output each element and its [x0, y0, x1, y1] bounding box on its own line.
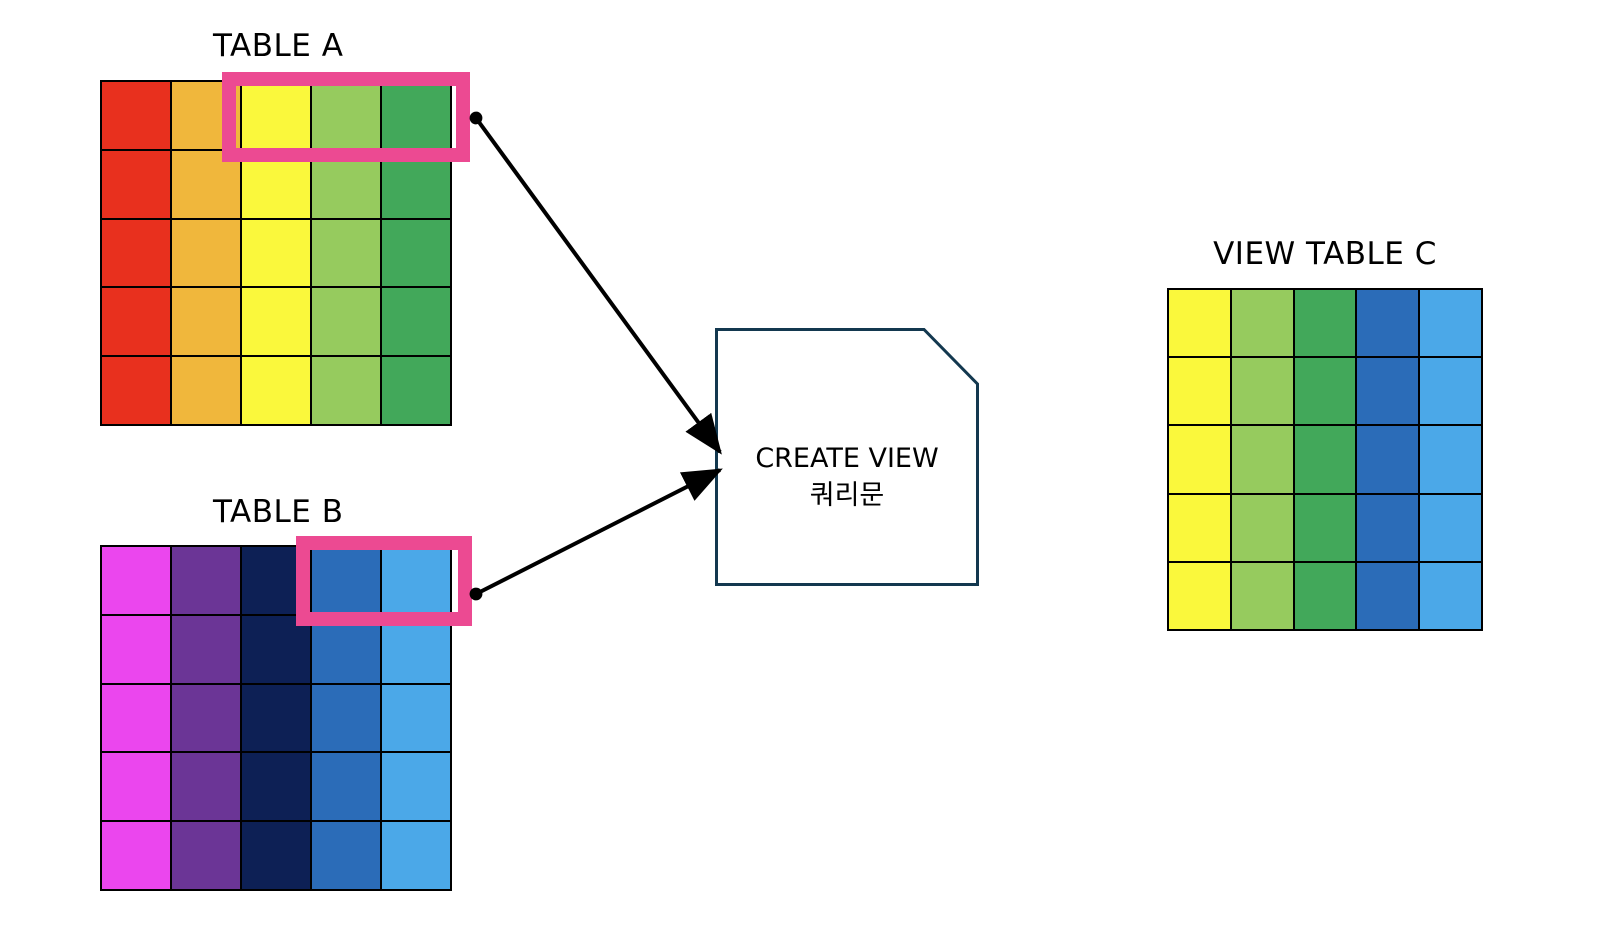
- table-cell: [1420, 494, 1481, 561]
- table-cell: [312, 547, 380, 614]
- table-cell: [102, 684, 170, 752]
- arrow-table-b-to-note: [469, 468, 723, 601]
- table-cell: [1169, 358, 1230, 425]
- table-cell: [242, 684, 310, 752]
- table-cell: [102, 822, 170, 889]
- table-cell: [1294, 562, 1356, 629]
- table-cell: [382, 357, 450, 424]
- table-cell: [312, 219, 380, 287]
- table-cell: [312, 615, 380, 683]
- table-cell: [172, 357, 240, 424]
- create-view-note: CREATE VIEW 쿼리문: [715, 328, 979, 586]
- table-cell: [242, 615, 310, 683]
- table-cell: [382, 150, 450, 218]
- table-cell: [242, 288, 310, 356]
- table-cell: [1294, 290, 1356, 357]
- arrow-table-a-to-note: [469, 111, 722, 455]
- table-cell: [172, 219, 240, 287]
- table-a-title: TABLE A: [213, 28, 344, 64]
- table-cell: [102, 82, 170, 149]
- table-cell: [102, 615, 170, 683]
- table-cell: [382, 615, 450, 683]
- table-cell: [172, 753, 240, 821]
- table-cell: [1294, 494, 1356, 561]
- table-cell: [382, 822, 450, 889]
- table-cell: [242, 219, 310, 287]
- table-cell: [1169, 426, 1230, 493]
- table-cell: [1357, 494, 1419, 561]
- table-cell: [242, 547, 310, 614]
- note-line-1: CREATE VIEW: [755, 443, 939, 474]
- table-cell: [242, 357, 310, 424]
- table-cell: [172, 82, 240, 149]
- table-cell: [1169, 494, 1230, 561]
- table-cell: [382, 753, 450, 821]
- table-cell: [312, 822, 380, 889]
- table-cell: [312, 357, 380, 424]
- table-cell: [242, 150, 310, 218]
- table-cell: [172, 822, 240, 889]
- table-cell: [382, 288, 450, 356]
- table-cell: [102, 753, 170, 821]
- note-line-2: 쿼리문: [809, 480, 885, 512]
- table-cell: [382, 219, 450, 287]
- table-cell: [1231, 562, 1293, 629]
- table-b-grid: [100, 545, 452, 891]
- table-a-grid: [100, 80, 452, 426]
- table-cell: [1231, 426, 1293, 493]
- table-cell: [1294, 426, 1356, 493]
- table-cell: [312, 684, 380, 752]
- table-cell: [1420, 358, 1481, 425]
- table-cell: [102, 288, 170, 356]
- table-cell: [312, 82, 380, 149]
- table-cell: [312, 150, 380, 218]
- table-cell: [102, 150, 170, 218]
- table-cell: [102, 357, 170, 424]
- table-cell: [1420, 562, 1481, 629]
- table-cell: [172, 547, 240, 614]
- table-cell: [1169, 562, 1230, 629]
- table-cell: [312, 288, 380, 356]
- table-cell: [1420, 426, 1481, 493]
- table-cell: [172, 615, 240, 683]
- table-cell: [242, 822, 310, 889]
- table-cell: [382, 547, 450, 614]
- table-b-title: TABLE B: [213, 494, 344, 530]
- table-cell: [102, 547, 170, 614]
- table-cell: [312, 753, 380, 821]
- table-c-grid: [1167, 288, 1483, 631]
- table-cell: [1169, 290, 1230, 357]
- table-cell: [1231, 358, 1293, 425]
- table-cell: [242, 82, 310, 149]
- table-c-title: VIEW TABLE C: [1213, 236, 1437, 272]
- table-cell: [1231, 494, 1293, 561]
- table-cell: [172, 150, 240, 218]
- table-cell: [172, 684, 240, 752]
- table-cell: [1357, 290, 1419, 357]
- table-cell: [102, 219, 170, 287]
- table-cell: [1357, 358, 1419, 425]
- table-cell: [1420, 290, 1481, 357]
- table-cell: [382, 684, 450, 752]
- table-cell: [1294, 358, 1356, 425]
- table-cell: [172, 288, 240, 356]
- table-cell: [1357, 562, 1419, 629]
- table-cell: [1231, 290, 1293, 357]
- table-cell: [1357, 426, 1419, 493]
- table-cell: [382, 82, 450, 149]
- table-cell: [242, 753, 310, 821]
